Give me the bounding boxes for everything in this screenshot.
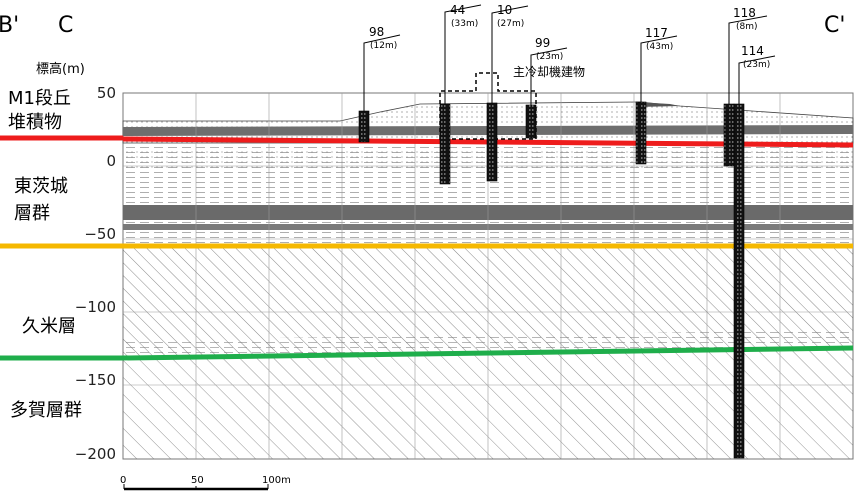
- building-label: 主冷却機建物: [513, 64, 585, 79]
- borehole-118: [723, 103, 735, 167]
- borehole-114-depth: (23m): [743, 60, 770, 70]
- unit-label-kume: 久米層: [22, 316, 76, 337]
- tick-label: −200: [75, 445, 116, 463]
- section-label-b-prime: B': [0, 13, 19, 38]
- borehole-98-number: 98: [369, 25, 384, 39]
- unit-label-line: 層群: [14, 203, 50, 224]
- borehole-44-number: 44: [450, 3, 465, 17]
- borehole-117-depth: (43m): [646, 42, 673, 52]
- borehole-99: [525, 104, 537, 139]
- borehole-118-depth: (8m): [736, 22, 758, 32]
- borehole-114-number: 114: [741, 44, 764, 58]
- tick-label: 0: [106, 152, 116, 170]
- borehole-98: [358, 110, 370, 143]
- borehole-10-number: 10: [497, 3, 512, 17]
- scale-zero-label: 0: [120, 475, 126, 486]
- mound: [636, 102, 680, 107]
- borehole-44-depth: (33m): [451, 19, 478, 29]
- unit-label-m1-terrace: M1段丘 堆積物: [8, 88, 77, 133]
- unit-label-line: 堆積物: [8, 112, 62, 133]
- tick-label: −100: [75, 298, 116, 316]
- borehole-44: [439, 103, 451, 185]
- scale-bar: 0 50 100m: [120, 475, 291, 491]
- boreholes: [358, 101, 745, 459]
- kume-boundary-line: [122, 345, 854, 361]
- tick-label: 50: [97, 84, 116, 102]
- borehole-117-number: 117: [645, 26, 668, 40]
- unit-label-higashi-ibaraki: 東茨城 層群: [14, 176, 74, 224]
- borehole-117: [635, 101, 647, 165]
- borehole-98-depth: (12m): [370, 41, 397, 51]
- unit-label-line: M1段丘: [8, 88, 71, 109]
- borehole-118-number: 118: [733, 6, 756, 20]
- borehole-10-depth: (27m): [497, 19, 524, 29]
- borehole-114: [733, 103, 745, 459]
- borehole-leaders: [363, 4, 776, 111]
- unit-label-line: 東茨城: [14, 176, 68, 197]
- borehole-10: [486, 102, 498, 182]
- borehole-99-depth: (23m): [536, 52, 563, 62]
- tick-label: −50: [84, 225, 116, 243]
- tick-label: −150: [75, 371, 116, 389]
- borehole-99-number: 99: [535, 36, 550, 50]
- section-label-c-prime: C': [824, 13, 845, 38]
- scale-end-label: 100m: [262, 475, 291, 486]
- elevation-axis-title: 標高(m): [36, 61, 85, 77]
- unit-label-taga: 多賀層群: [10, 400, 82, 421]
- scale-mid-label: 50: [191, 475, 204, 486]
- section-label-c: C: [58, 13, 73, 38]
